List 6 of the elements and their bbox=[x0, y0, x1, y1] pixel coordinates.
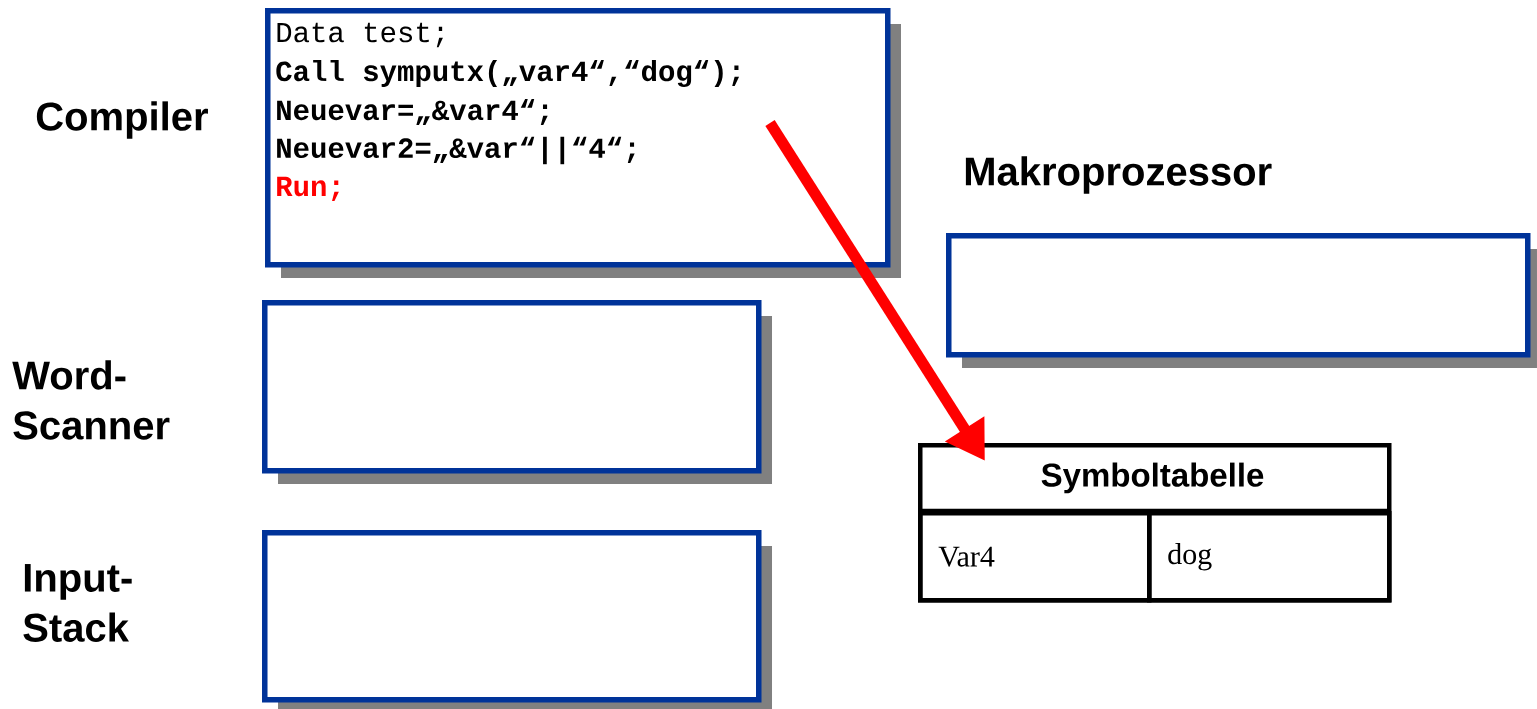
table-cell: Var4 bbox=[918, 511, 1152, 603]
heading-label: Makroprozessor bbox=[965, 156, 1272, 194]
heading-label: Input- Stack bbox=[23, 564, 132, 642]
heading-label: Word- Scanner bbox=[12, 360, 170, 440]
heading-label: Compiler bbox=[36, 101, 208, 139]
table-cell: dog bbox=[1147, 511, 1392, 603]
